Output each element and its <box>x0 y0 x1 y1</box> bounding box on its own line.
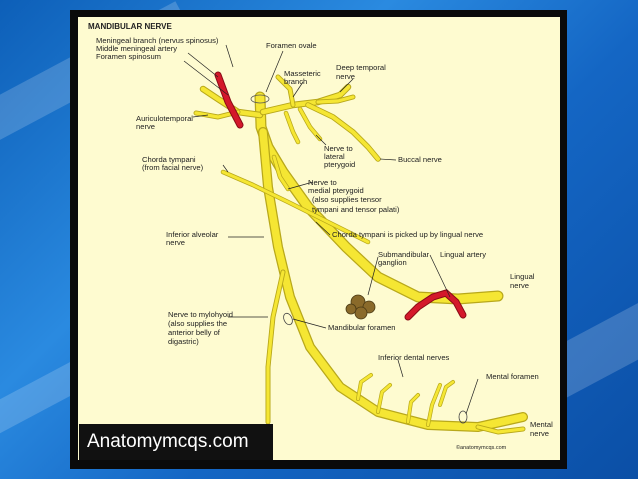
label-submandibular-1: Submandibular <box>378 250 430 259</box>
label-mental-nerve-1: Mental <box>530 420 553 429</box>
submandibular-ganglion <box>345 294 376 320</box>
label-foramen-ovale: Foramen ovale <box>266 41 317 50</box>
label-nerve-lateral-2: lateral <box>324 152 345 161</box>
label-nerve-lateral-3: pterygoid <box>324 160 355 169</box>
label-lingual-nerve-1: Lingual <box>510 272 535 281</box>
foramen-ovale-shape <box>250 94 270 104</box>
label-inferior-alveolar-2: nerve <box>166 238 185 247</box>
copyright-text: ©anatomymcqs.com <box>456 444 507 451</box>
label-auriculotemporal-2: nerve <box>136 122 155 131</box>
watermark-label: Anatomymcqs.com <box>79 424 273 460</box>
mental-foramen-shape <box>458 410 468 424</box>
lingual-artery <box>405 290 466 320</box>
label-inferior-alveolar-1: Inferior alveolar <box>166 230 219 239</box>
label-medial-pterygoid-3: (also supplies tensor <box>312 195 382 204</box>
label-mylohyoid-1: Nerve to mylohyoid <box>168 310 233 319</box>
label-mylohyoid-3: anterior belly of <box>168 328 221 337</box>
middle-meningeal-artery <box>215 72 243 128</box>
label-foramen-spinosum: Foramen spinosum <box>96 52 161 61</box>
label-mandibular-foramen: Mandibular foramen <box>328 323 396 332</box>
label-mylohyoid-2: (also supplies the <box>168 319 227 328</box>
label-masseteric-2: branch <box>284 77 307 86</box>
label-mylohyoid-4: digastric) <box>168 337 199 346</box>
label-inferior-dental: Inferior dental nerves <box>378 353 450 362</box>
mandibular-nerve-diagram: MANDIBULAR NERVE Meningeal branch (nervu… <box>88 22 553 451</box>
label-mental-nerve-2: nerve <box>530 429 549 438</box>
label-chorda-tympani-1: Chorda tympani <box>142 155 196 164</box>
diagram-title: MANDIBULAR NERVE <box>88 22 173 31</box>
label-medial-pterygoid-2: medial pterygoid <box>308 186 364 195</box>
leader-lines <box>183 44 479 415</box>
label-middle-meningeal-artery: Middle meningeal artery <box>96 44 177 53</box>
label-submandibular-2: ganglion <box>378 258 407 267</box>
label-buccal-nerve: Buccal nerve <box>398 155 442 164</box>
label-medial-pterygoid-4: tympani and tensor palati) <box>312 205 400 214</box>
label-chorda-tympani-2: (from facial nerve) <box>142 163 204 172</box>
label-mental-foramen: Mental foramen <box>486 372 539 381</box>
label-lingual-artery: Lingual artery <box>440 250 486 259</box>
mandibular-foramen-shape <box>283 312 293 326</box>
label-medial-pterygoid-1: Nerve to <box>308 178 337 187</box>
label-lingual-nerve-2: nerve <box>510 281 529 290</box>
diagram-canvas: MANDIBULAR NERVE Meningeal branch (nervu… <box>78 17 560 460</box>
label-auriculotemporal-1: Auriculotemporal <box>136 114 193 123</box>
label-deep-temporal-2: nerve <box>336 72 355 81</box>
label-meningeal-branch: Meningeal branch (nervus spinosus) <box>96 36 219 45</box>
label-chorda-lingual: Chorda tympani is picked up by lingual n… <box>332 230 483 239</box>
label-masseteric-1: Masseteric <box>284 69 321 78</box>
label-deep-temporal-1: Deep temporal <box>336 63 386 72</box>
label-nerve-lateral-1: Nerve to <box>324 144 353 153</box>
